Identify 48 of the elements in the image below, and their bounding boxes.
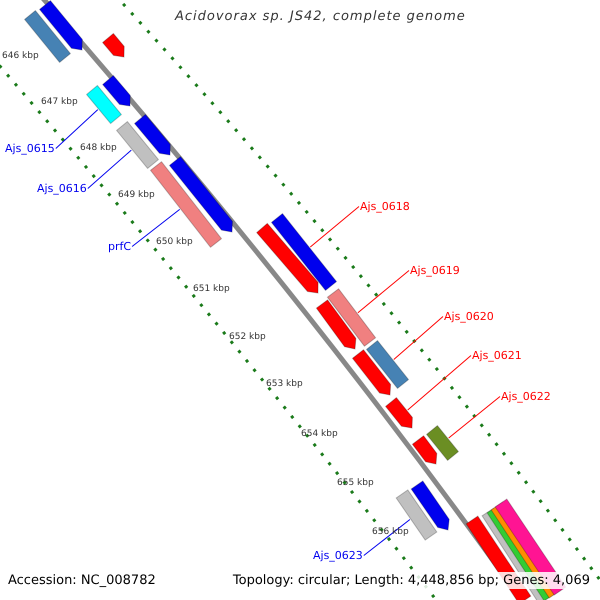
- gene-feature: [134, 114, 171, 156]
- gene-feature: [316, 299, 356, 350]
- gene-label: prfC: [108, 241, 132, 252]
- tick-label: 648 kbp: [80, 144, 117, 153]
- gene-feature: [352, 349, 392, 396]
- gene-label: Ajs_0622: [501, 391, 551, 402]
- tick-label: 649 kbp: [118, 191, 155, 200]
- title: Acidovorax sp. JS42, complete genome: [175, 10, 466, 23]
- tick-label: 647 kbp: [41, 98, 78, 107]
- gene-feature: [102, 74, 131, 107]
- gene-bar: [366, 340, 410, 390]
- gene-feature: [256, 222, 319, 294]
- gene-feature: [168, 156, 233, 233]
- gene-bar: [426, 424, 460, 462]
- leader-line: [448, 396, 500, 438]
- leader-line: [357, 270, 410, 314]
- gene-feature: [38, 0, 83, 51]
- tick-label: 646 kbp: [2, 52, 39, 61]
- gene-bar: [116, 120, 160, 170]
- gene-feature: [410, 480, 450, 531]
- leader-line: [87, 150, 132, 189]
- tick-label: 653 kbp: [266, 380, 303, 389]
- gene-label: Ajs_0616: [37, 183, 87, 194]
- leader-line: [55, 109, 98, 149]
- gene-bar: [86, 84, 122, 124]
- gene-bar: [270, 212, 338, 292]
- tick-label: 656 kbp: [372, 528, 409, 537]
- gene-bar: [326, 288, 376, 347]
- leader-line: [393, 316, 444, 360]
- gene-feature: [384, 396, 413, 429]
- gene-label: Ajs_0615: [5, 143, 55, 154]
- tick-label: 654 kbp: [301, 430, 338, 439]
- leader-line: [132, 208, 180, 247]
- gene-label: Ajs_0621: [472, 350, 522, 361]
- leader-line: [407, 355, 472, 410]
- leader-line: [363, 519, 410, 556]
- gene-label: Ajs_0620: [444, 311, 494, 322]
- gene-feature: [102, 32, 125, 58]
- tick-label: 655 kbp: [337, 479, 374, 488]
- gene-feature: [412, 435, 438, 465]
- gene-label: Ajs_0618: [360, 201, 410, 212]
- gene-bar: [24, 10, 72, 64]
- gene-label: Ajs_0619: [410, 265, 460, 276]
- tick-label: 652 kbp: [229, 333, 266, 342]
- tick-label: 650 kbp: [156, 238, 193, 247]
- leader-line: [310, 206, 360, 248]
- gene-label: Ajs_0623: [313, 550, 363, 561]
- tick-label: 651 kbp: [193, 285, 230, 294]
